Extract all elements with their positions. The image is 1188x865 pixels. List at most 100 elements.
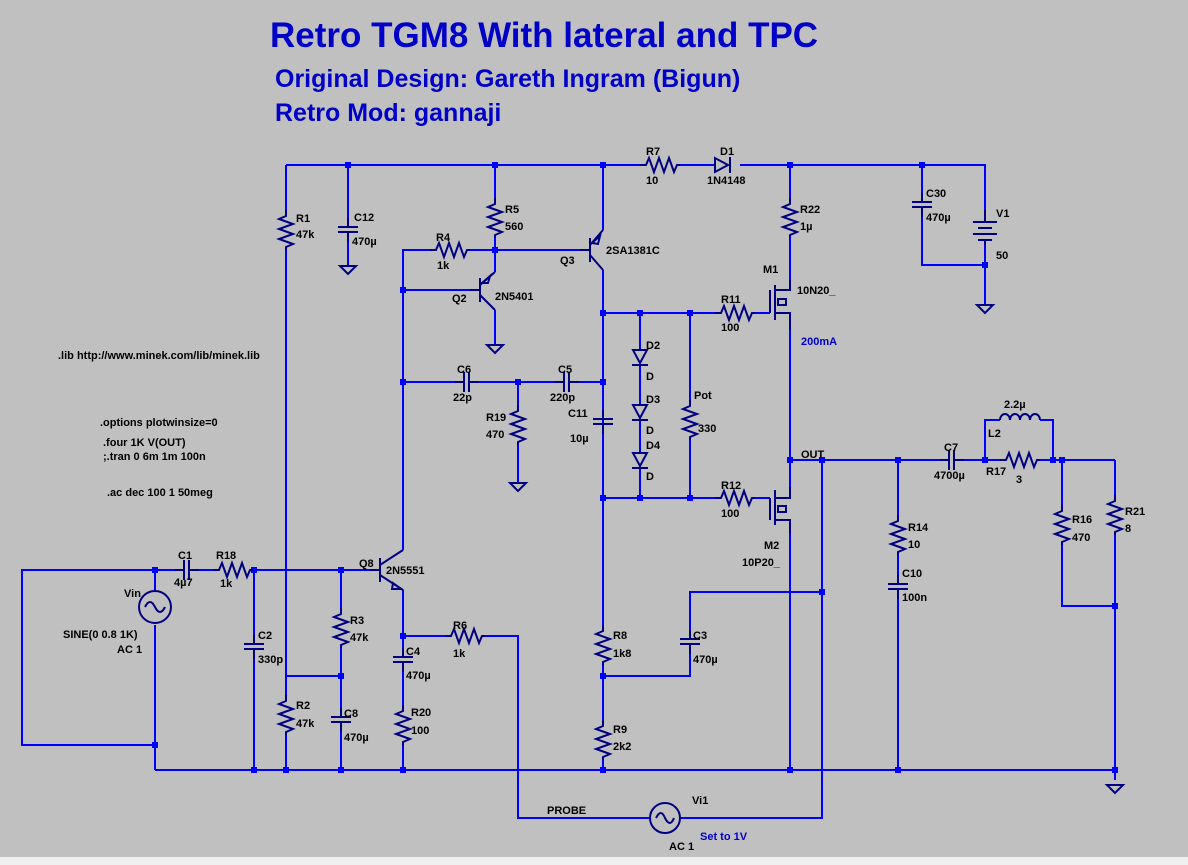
label-q2: Q2 xyxy=(452,293,467,305)
resistor-r2[interactable] xyxy=(278,694,294,736)
value-c8: 470µ xyxy=(344,732,369,744)
value-c5: 220p xyxy=(550,392,575,404)
label-r2: R2 xyxy=(296,700,310,712)
value-c3: 470µ xyxy=(693,654,718,666)
label-r22: R22 xyxy=(800,204,820,216)
resistor-r12[interactable] xyxy=(714,490,756,506)
ground-symbol xyxy=(509,482,527,492)
schematic-title: Retro TGM8 With lateral and TPC xyxy=(270,16,818,55)
label-r4: R4 xyxy=(436,232,451,244)
battery-v1[interactable] xyxy=(973,210,997,245)
value-c7: 4700µ xyxy=(934,470,965,482)
label-r9: R9 xyxy=(613,724,627,736)
label-q8: Q8 xyxy=(359,558,374,570)
resistor-r11[interactable] xyxy=(714,305,756,321)
transistor-q3[interactable] xyxy=(580,229,604,271)
value-c2: 330p xyxy=(258,654,283,666)
mosfet-m1[interactable] xyxy=(769,280,791,330)
source-vi1[interactable] xyxy=(649,802,681,834)
label-c1: C1 xyxy=(178,550,192,562)
diode-d2[interactable] xyxy=(631,349,649,366)
value-l2: 2.2µ xyxy=(1004,399,1026,411)
resistor-r4[interactable] xyxy=(429,242,471,258)
ground-symbol xyxy=(1106,784,1124,794)
value-r9: 2k2 xyxy=(613,741,631,753)
label-c8: C8 xyxy=(344,708,358,720)
resistor-r16[interactable] xyxy=(1054,504,1070,546)
diode-d1[interactable] xyxy=(714,156,731,174)
vin-ac-spec: AC 1 xyxy=(117,644,142,656)
directive-lib: .lib http://www.minek.com/lib/minek.lib xyxy=(58,350,260,362)
label-c2: C2 xyxy=(258,630,272,642)
label-r21: R21 xyxy=(1125,506,1145,518)
value-r8: 1k8 xyxy=(613,648,631,660)
value-d1: 1N4148 xyxy=(707,175,746,187)
label-r8: R8 xyxy=(613,630,627,642)
junction-dots xyxy=(152,162,1118,773)
label-vi1: Vi1 xyxy=(692,795,708,807)
value-c12: 470µ xyxy=(352,236,377,248)
label-m2: M2 xyxy=(764,540,779,552)
value-q2: 2N5401 xyxy=(495,291,534,303)
window-bottom-edge xyxy=(0,857,1188,865)
resistor-r19[interactable] xyxy=(510,404,526,446)
label-c10: C10 xyxy=(902,568,922,580)
value-q8: 2N5551 xyxy=(386,565,425,577)
resistor-r22[interactable] xyxy=(782,197,798,239)
net-label-probe: PROBE xyxy=(547,805,586,817)
value-r16: 470 xyxy=(1072,532,1090,544)
value-pot: 330 xyxy=(698,423,716,435)
label-r18: R18 xyxy=(216,550,236,562)
value-r4: 1k xyxy=(437,260,450,272)
label-d3: D3 xyxy=(646,394,660,406)
value-d3: D xyxy=(646,425,654,437)
resistor-r9[interactable] xyxy=(595,719,611,761)
ground-symbol xyxy=(339,265,357,275)
resistor-r21[interactable] xyxy=(1107,494,1123,536)
directive-tran: ;.tran 0 6m 1m 100n xyxy=(103,451,206,463)
vi1-note: Set to 1V xyxy=(700,831,748,843)
resistor-r18[interactable] xyxy=(212,562,254,578)
value-r19: 470 xyxy=(486,429,504,441)
resistor-r5[interactable] xyxy=(487,197,503,239)
label-r19: R19 xyxy=(486,412,506,424)
value-r20: 100 xyxy=(411,725,429,737)
label-d1: D1 xyxy=(720,146,734,158)
component-labels: R1 47k C12 470µ R5 560 R4 1k Q2 2N5401 Q… xyxy=(63,146,1145,853)
value-r5: 560 xyxy=(505,221,523,233)
label-r12: R12 xyxy=(721,480,741,492)
resistor-r14[interactable] xyxy=(890,514,906,556)
resistor-r8[interactable] xyxy=(595,624,611,666)
resistor-r1[interactable] xyxy=(278,209,294,251)
ground-symbol xyxy=(976,304,994,314)
diode-d4[interactable] xyxy=(631,452,649,469)
label-c6: C6 xyxy=(457,364,471,376)
source-vin[interactable] xyxy=(138,590,172,624)
wires xyxy=(21,164,1116,819)
label-c5: C5 xyxy=(558,364,572,376)
transistor-q2[interactable] xyxy=(470,271,496,311)
value-r12: 100 xyxy=(721,508,739,520)
diode-d3[interactable] xyxy=(631,404,649,421)
directive-ac: .ac dec 100 1 50meg xyxy=(107,487,213,499)
transistor-q8[interactable] xyxy=(370,549,404,591)
inductor-l2[interactable] xyxy=(999,413,1041,421)
label-r6: R6 xyxy=(453,620,467,632)
label-r17: R17 xyxy=(986,466,1006,478)
vi1-ac-spec: AC 1 xyxy=(669,841,694,853)
value-r1: 47k xyxy=(296,229,315,241)
value-r3: 47k xyxy=(350,632,369,644)
resistor-pot[interactable] xyxy=(682,399,698,441)
resistor-r20[interactable] xyxy=(395,704,411,746)
mosfet-m2[interactable] xyxy=(769,487,791,533)
label-c11: C11 xyxy=(568,408,588,420)
label-q3: Q3 xyxy=(560,255,575,267)
resistor-r7[interactable] xyxy=(639,157,681,173)
label-r7: R7 xyxy=(646,146,660,158)
value-c30: 470µ xyxy=(926,212,951,224)
value-c6: 22p xyxy=(453,392,472,404)
resistor-r17[interactable] xyxy=(999,452,1041,468)
resistor-r3[interactable] xyxy=(333,607,349,649)
value-r6: 1k xyxy=(453,648,466,660)
